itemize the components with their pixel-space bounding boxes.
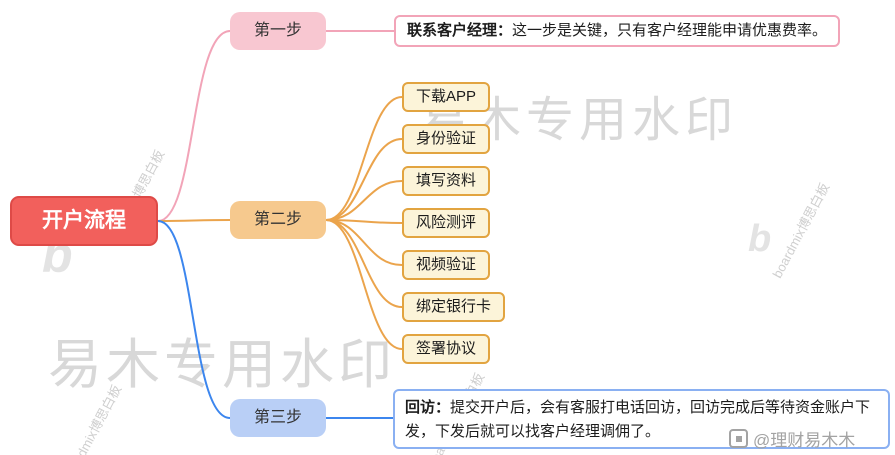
leaf-note-step3[interactable]: 回访：提交开户后，会有客服打电话回访，回访完成后等待资金账户下发，下发后就可以找… — [393, 389, 890, 449]
attribution-handle: @理财易木木 — [753, 431, 856, 450]
leaf-note-step3-bold: 回访： — [405, 399, 451, 416]
connector-root-step1 — [157, 30, 231, 222]
connector-step2-child5 — [325, 219, 403, 266]
connector-step2-child2 — [325, 138, 403, 221]
leaf-node-download-app[interactable]: 下载APP — [402, 82, 491, 112]
leaf-note-step1[interactable]: 联系客户经理：这一步是关键，只有客户经理能申请优惠费率。 — [394, 15, 841, 47]
connector-step2-child3 — [325, 180, 403, 221]
leaf-node-identity[interactable]: 身份验证 — [402, 124, 491, 154]
watermark-text-bottom: 易木专用水印 — [48, 335, 396, 395]
boardmix-logo-watermark-right: b — [748, 218, 772, 260]
connector-root-step2 — [157, 219, 231, 222]
leaf-node-bind-card[interactable]: 绑定银行卡 — [402, 292, 506, 322]
watermark-attribution: @理财易木木 — [729, 426, 855, 451]
leaf-note-step3-text: 提交开户后，会有客服打电话回访，回访完成后等待资金账户下发，下发后就可以找客户经… — [405, 399, 871, 440]
connector-step2-child7 — [325, 219, 403, 350]
leaf-node-sign-protocol[interactable]: 签署协议 — [402, 334, 491, 364]
leaf-node-video-verify[interactable]: 视频验证 — [402, 250, 491, 280]
connector-step2-child1 — [325, 96, 403, 221]
leaf-node-fill-info[interactable]: 填写资料 — [402, 166, 491, 196]
attribution-logo-icon — [729, 429, 748, 448]
leaf-note-step1-text: 这一步是关键，只有客户经理能申请优惠费率。 — [512, 22, 828, 39]
root-node[interactable]: 开户流程 — [10, 196, 158, 246]
leaf-node-risk-test[interactable]: 风险测评 — [402, 208, 491, 238]
branch-node-step1[interactable]: 第一步 — [230, 12, 326, 50]
branch-node-step2[interactable]: 第二步 — [230, 201, 326, 239]
connector-root-step3 — [157, 220, 231, 419]
leaf-note-step1-bold: 联系客户经理： — [407, 22, 513, 39]
branch-node-step3[interactable]: 第三步 — [230, 399, 326, 437]
